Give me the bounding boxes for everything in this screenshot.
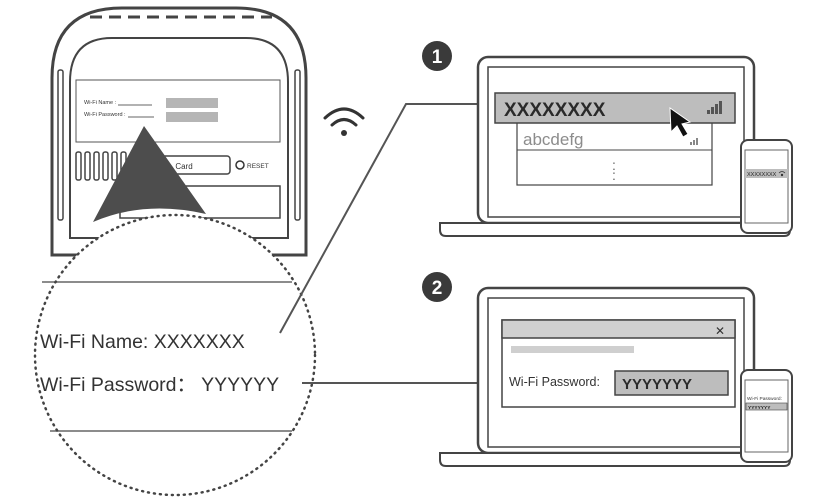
step-1-more-networks-indicator-2: : — [612, 167, 616, 183]
step-1: 1 XXXXXXXX abcdefg : : XXXXXXXX — [422, 41, 793, 237]
step-1-other-network-ssid[interactable]: abcdefg — [523, 130, 584, 149]
step-2-phone-password-label: Wi-Fi Password: — [747, 396, 782, 402]
step-2-password-input[interactable] — [614, 370, 729, 396]
step-2-phone-password-input[interactable] — [745, 402, 788, 411]
step-1-badge — [422, 41, 452, 71]
router-wifi-name-label: Wi-Fi Name : — [84, 100, 117, 106]
magnifier-wifi-name: Wi-Fi Name: XXXXXXX — [40, 331, 245, 353]
step-2-password-label: Wi-Fi Password: — [509, 375, 600, 389]
step-2-badge — [422, 272, 452, 302]
step-2-dialog-titlebar — [501, 319, 736, 339]
step-1-more-networks-indicator: : — [612, 157, 616, 173]
step-2-dialog-placeholder-bar — [511, 346, 634, 353]
step-1-selected-signal-icon — [707, 101, 722, 114]
step-1-selected-network-row[interactable] — [494, 92, 736, 124]
step-1-badge-number: 1 — [432, 47, 443, 68]
step-1-phone-network-row[interactable] — [745, 169, 788, 178]
router-label-sticker — [75, 79, 281, 143]
magnifier: Wi-Fi Name: XXXXXXX Wi-Fi Password： YYYY… — [33, 213, 317, 497]
step-1-laptop-base — [439, 222, 791, 237]
step-1-phone-screen — [744, 149, 789, 224]
router-reset-label: RESET — [247, 163, 269, 170]
step-1-selected-network-ssid: XXXXXXXX — [504, 100, 606, 121]
step-1-network-list — [516, 120, 713, 186]
magnifier-fill — [35, 215, 315, 495]
step-2-dialog-close-button[interactable]: ✕ — [715, 324, 725, 338]
cursor-arrow-icon — [669, 107, 692, 138]
step-1-other-signal-icon — [690, 138, 698, 145]
wifi-icon — [323, 107, 365, 136]
magnifier-dotted-border — [33, 213, 317, 497]
step-2-phone-password-value: YYYYYYY — [748, 405, 771, 411]
router-reset-button — [235, 160, 245, 170]
router-right-vent — [294, 69, 301, 221]
magnifier-wifi-password: Wi-Fi Password： YYYYYY — [40, 374, 279, 396]
step-2-phone-screen — [744, 379, 789, 453]
step-2-badge-number: 2 — [432, 278, 443, 299]
router-sticker-bar-1 — [166, 98, 218, 108]
router-wifi-password-label: Wi-Fi Password : — [84, 112, 126, 118]
step-2: 2 ✕ Wi-Fi Password: YYYYYYY Wi-Fi Passwo… — [422, 272, 793, 467]
magnifier-pointer — [93, 126, 206, 222]
connector-name-to-network — [279, 103, 495, 334]
step-2-laptop-base — [439, 452, 791, 467]
step-1-phone-wifi-icon — [778, 171, 786, 177]
step-1-phone-network-ssid: XXXXXXXX — [747, 172, 777, 178]
step-2-password-value: YYYYYYY — [622, 376, 692, 393]
router-left-vent — [57, 69, 64, 221]
router-sticker-bar-2 — [166, 112, 218, 122]
router-card-label: Card — [175, 162, 192, 171]
